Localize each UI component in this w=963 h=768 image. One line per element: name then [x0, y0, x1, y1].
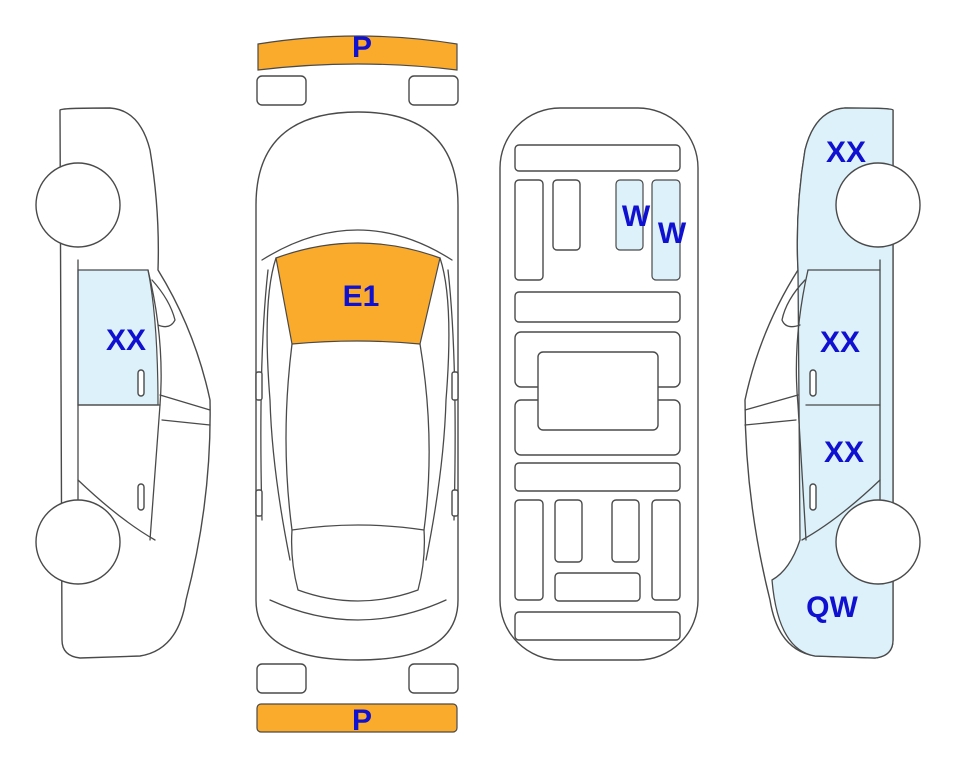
- rear-bumper-label: P: [352, 704, 372, 737]
- rear-right-light: [408, 663, 459, 694]
- floor-seat-right-label: W: [658, 217, 687, 250]
- right-front-door-label: XX: [824, 436, 864, 469]
- front-bumper-zone[interactable]: [257, 35, 458, 71]
- front-bumper-label: P: [352, 31, 372, 64]
- left-rear-glass-label: XX: [106, 324, 146, 357]
- rear-bumper-zone[interactable]: [256, 703, 458, 733]
- rear-window: [290, 529, 426, 602]
- right-side-contour: [425, 257, 450, 561]
- front-right-light: [408, 75, 459, 106]
- right-front-fender-label: QW: [806, 591, 858, 624]
- right-side-view: XX XX XX QW: [744, 107, 921, 659]
- top-car-body: [255, 111, 459, 661]
- top-view: P E1 P: [255, 31, 459, 737]
- right-front-wheel: [835, 499, 921, 585]
- hood-line: [261, 229, 453, 261]
- floor-seat-left-label: W: [622, 200, 651, 233]
- right-rear-wheel: [835, 162, 921, 248]
- left-front-wheel: [35, 162, 121, 248]
- front-left-light: [256, 75, 307, 106]
- floor-seat-right-zone[interactable]: [651, 179, 681, 281]
- left-side-contour: [266, 257, 291, 561]
- rear-left-light: [256, 663, 307, 694]
- floor-seat-left-zone[interactable]: [615, 179, 644, 251]
- windshield-label: E1: [343, 280, 380, 313]
- left-rear-wheel: [35, 499, 121, 585]
- right-rear-fender-label: XX: [826, 136, 866, 169]
- floor-view: W W: [499, 107, 699, 661]
- right-rear-door-label: XX: [820, 326, 860, 359]
- left-side-view: XX: [35, 107, 211, 659]
- roof-outline: [285, 343, 430, 531]
